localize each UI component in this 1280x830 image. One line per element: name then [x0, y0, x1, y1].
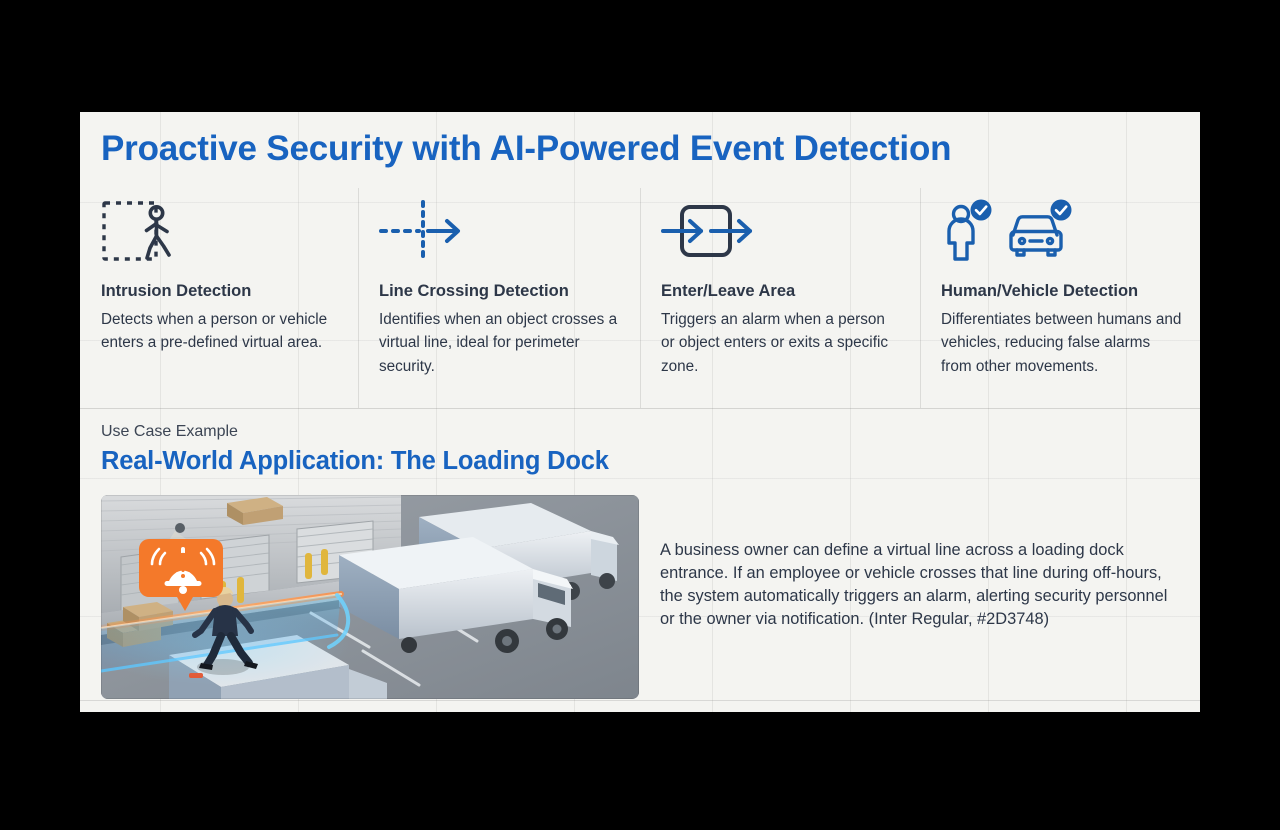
use-case-body-text: A business owner can define a virtual li…: [660, 541, 1168, 629]
feature-description: Identifies when an object crosses a virt…: [379, 311, 618, 375]
feature-card-enter-leave-area: Enter/Leave Area Triggers an alarm when …: [640, 188, 920, 408]
content-panel: Proactive Security with AI-Powered Event…: [80, 112, 1200, 712]
human-vehicle-detection-icon: [941, 199, 1182, 262]
enter-leave-area-icon: [661, 200, 902, 262]
loading-dock-illustration: [101, 495, 639, 699]
line-crossing-detection-icon: [379, 200, 622, 262]
feature-title: Line Crossing Detection: [379, 282, 569, 300]
section-divider: [80, 408, 1200, 409]
feature-card-line-crossing-detection: Line Crossing Detection Identifies when …: [358, 188, 640, 408]
feature-card-human-vehicle-detection: Human/Vehicle Detection Differentiates b…: [920, 188, 1200, 408]
feature-description: Triggers an alarm when a person or objec…: [661, 311, 889, 375]
feature-title: Intrusion Detection: [101, 282, 252, 300]
page-title: Proactive Security with AI-Powered Event…: [101, 129, 952, 168]
feature-title: Enter/Leave Area: [661, 282, 796, 300]
feature-description: Detects when a person or vehicle enters …: [101, 311, 328, 352]
bottom-divider: [80, 700, 1200, 701]
feature-title: Human/Vehicle Detection: [941, 282, 1139, 300]
feature-card-intrusion-detection: Intrusion Detection Detects when a perso…: [80, 188, 358, 408]
intrusion-detection-icon: [101, 200, 340, 262]
use-case-eyebrow: Use Case Example: [101, 423, 238, 440]
feature-description: Differentiates between humans and vehicl…: [941, 311, 1182, 375]
use-case-title: Real-World Application: The Loading Dock: [101, 447, 609, 475]
feature-row: Intrusion Detection Detects when a perso…: [80, 188, 1200, 408]
